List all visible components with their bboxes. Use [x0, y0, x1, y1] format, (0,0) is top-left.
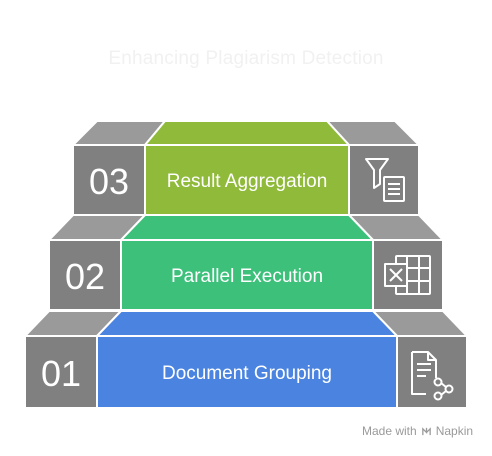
spreadsheet-icon: [384, 255, 431, 295]
step-02-label: Parallel Execution: [171, 266, 323, 287]
napkin-logo-icon: [421, 426, 431, 435]
napkin-watermark: Made with Napkin: [362, 424, 473, 438]
step-01-center-top: [94, 310, 400, 337]
diagram-title: Enhancing Plagiarism Detection: [108, 48, 384, 69]
step-01-left-front: [24, 335, 98, 409]
made-with-text: Made with: [362, 424, 417, 438]
step-01-number: 01: [41, 353, 81, 394]
filter-document-icon: [365, 158, 405, 202]
step-01-label: Document Grouping: [162, 363, 332, 384]
step-01-right-front: [396, 335, 468, 409]
step-03-label: Result Aggregation: [167, 171, 328, 192]
step-02-center-top: [118, 214, 376, 241]
step-02-center-front: [120, 239, 374, 311]
step-01-center-front: [96, 335, 398, 409]
step-03-center-top: [142, 120, 352, 146]
step-03-number: 03: [89, 161, 129, 202]
step-01: 01 Document Grouping: [22, 310, 470, 409]
document-share-icon: [411, 351, 454, 401]
step-02: 02 Parallel Execution: [46, 214, 446, 311]
napkin-brand-text: Napkin: [435, 424, 474, 438]
step-03-center-front: [144, 144, 350, 216]
step-02-number: 02: [65, 256, 105, 297]
step-03: 03 Result Aggregation: [70, 120, 422, 216]
